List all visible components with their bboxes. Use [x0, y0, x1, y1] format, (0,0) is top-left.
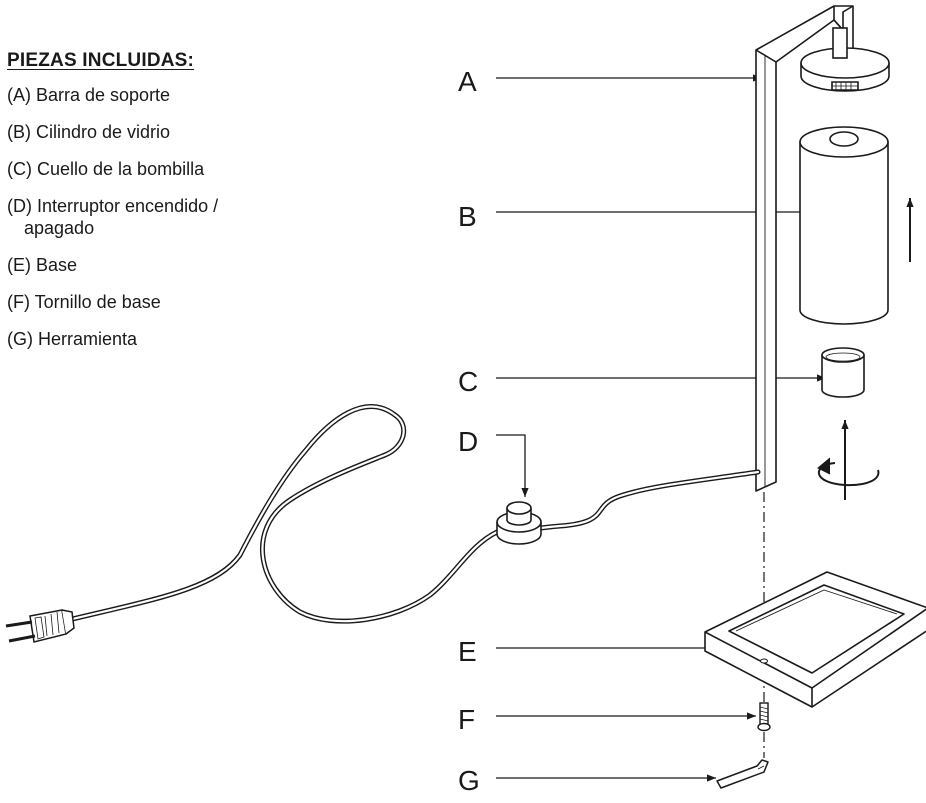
on-off-switch	[496, 501, 542, 545]
part-label-b: (B) Cilindro de vidrio	[7, 122, 171, 142]
part-label-d: (D) Interruptor encendido /	[7, 196, 219, 216]
part-item-a: (A) Barra de soporte	[7, 84, 337, 106]
allen-key-tool	[716, 759, 769, 789]
part-item-e: (E) Base	[7, 254, 337, 276]
bulb-collar	[821, 347, 865, 398]
callout-letter-d: D	[458, 426, 478, 457]
base-screw	[757, 702, 771, 732]
part-label-d-continued: apagado	[24, 218, 95, 238]
part-label-c: (C) Cuello de la bombilla	[7, 159, 205, 179]
part-item-g: (G) Herramienta	[7, 328, 337, 350]
rotate-lift-icon	[817, 420, 880, 500]
callout-letter-c: C	[458, 366, 478, 397]
leader-line-d	[496, 434, 529, 497]
part-label-a: (A) Barra de soporte	[7, 85, 171, 105]
part-item-d: (D) Interruptor encendido /apagado	[7, 195, 337, 239]
part-label-e: (E) Base	[7, 255, 78, 275]
part-item-b: (B) Cilindro de vidrio	[7, 121, 337, 143]
callout-letter-a: A	[458, 66, 477, 97]
part-label-g: (G) Herramienta	[7, 329, 138, 349]
parts-list: PIEZAS INCLUIDAS: (A) Barra de soporte (…	[7, 50, 337, 365]
part-item-c: (C) Cuello de la bombilla	[7, 158, 337, 180]
parts-list-items: (A) Barra de soporte (B) Cilindro de vid…	[7, 84, 337, 350]
callout-letter-g: G	[458, 765, 480, 796]
glass-cylinder	[799, 126, 889, 325]
square-base	[704, 571, 926, 708]
part-item-f: (F) Tornillo de base	[7, 291, 337, 313]
power-cable	[57, 404, 761, 625]
callout-letter-f: F	[458, 704, 475, 735]
lamp-holder	[800, 27, 890, 92]
callout-letter-b: B	[458, 201, 477, 232]
power-plug	[5, 609, 75, 643]
part-label-f: (F) Tornillo de base	[7, 292, 161, 312]
parts-list-title: PIEZAS INCLUIDAS:	[7, 50, 195, 71]
callout-letter-e: E	[458, 636, 477, 667]
